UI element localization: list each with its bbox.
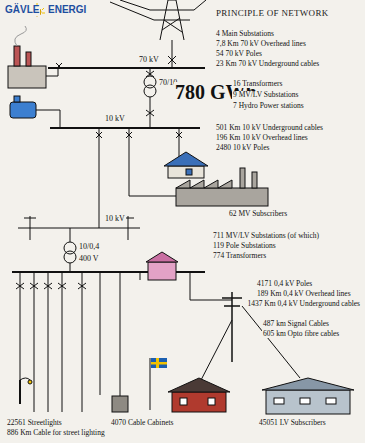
stat-line: 886 Km Cable for street lighting	[6, 429, 106, 437]
voltage-label: 400 V	[78, 255, 100, 263]
switch	[56, 56, 176, 77]
stat-line: 4 Main Substations	[215, 30, 275, 38]
building	[262, 378, 354, 414]
lv-pole	[222, 292, 242, 362]
stat-line: 45051 LV Subscribers	[258, 419, 327, 427]
stat-line: 4171 0,4 kV Poles	[256, 280, 313, 288]
factory	[176, 168, 268, 206]
heading: PRINCIPLE OF NETWORK	[215, 9, 330, 18]
pole	[24, 216, 134, 240]
stat-line: 23 Km 70 kV Underground cables	[215, 60, 320, 68]
cable-cabinet	[112, 396, 128, 412]
stat-line: 501 Km 10 kV Underground cables	[215, 124, 324, 132]
house	[164, 152, 208, 178]
stat-line: 62 MV Subscribers	[228, 210, 288, 218]
stat-line: 4070 Cable Cabinets	[110, 419, 175, 427]
stat-line: 7,8 Km 70 kV Overhead lines	[215, 40, 307, 48]
voltage-label: 10 kV	[104, 115, 126, 123]
stat-line: 54 70 kV Poles	[215, 50, 263, 58]
shed	[146, 252, 178, 280]
power-plant	[8, 26, 58, 88]
stat-line: 16 Transformers	[232, 80, 283, 88]
stat-line: 774 Transformers	[212, 252, 267, 260]
voltage-label: 10 kV	[104, 215, 126, 223]
pylon	[110, 0, 206, 40]
red-house	[168, 378, 230, 412]
streetlight	[20, 378, 32, 404]
stat-line: 7 Hydro Power stations	[232, 102, 305, 110]
stat-line: 711 MV/LV Substations (of which)	[212, 232, 320, 240]
logo-text: ENERGI	[47, 5, 87, 16]
ratio-label: 10/0,4	[78, 243, 100, 251]
stat-line: 487 km Signal Cables	[262, 320, 330, 328]
voltage-label: 70 kV	[138, 56, 160, 64]
stat-line: 22561 Streetlights	[6, 419, 63, 427]
heat-plant	[10, 96, 60, 128]
stat-line: 2480 10 kV Poles	[215, 144, 270, 152]
stat-line: 196 Km 10 kV Overhead lines	[215, 134, 309, 142]
stat-line: 9 MV/LV Substations	[232, 91, 299, 99]
stat-line: 189 Km 0,4 kV Overhead lines	[256, 290, 352, 298]
logo-text: GÄVLE	[4, 5, 40, 16]
stat-line: 119 Pole Substations	[212, 242, 277, 250]
swedish-flag	[150, 358, 167, 410]
stat-line: 1437 Km 0,4 kV Underground cables	[246, 300, 361, 308]
stat-line: 605 km Opto fibre cables	[262, 330, 340, 338]
